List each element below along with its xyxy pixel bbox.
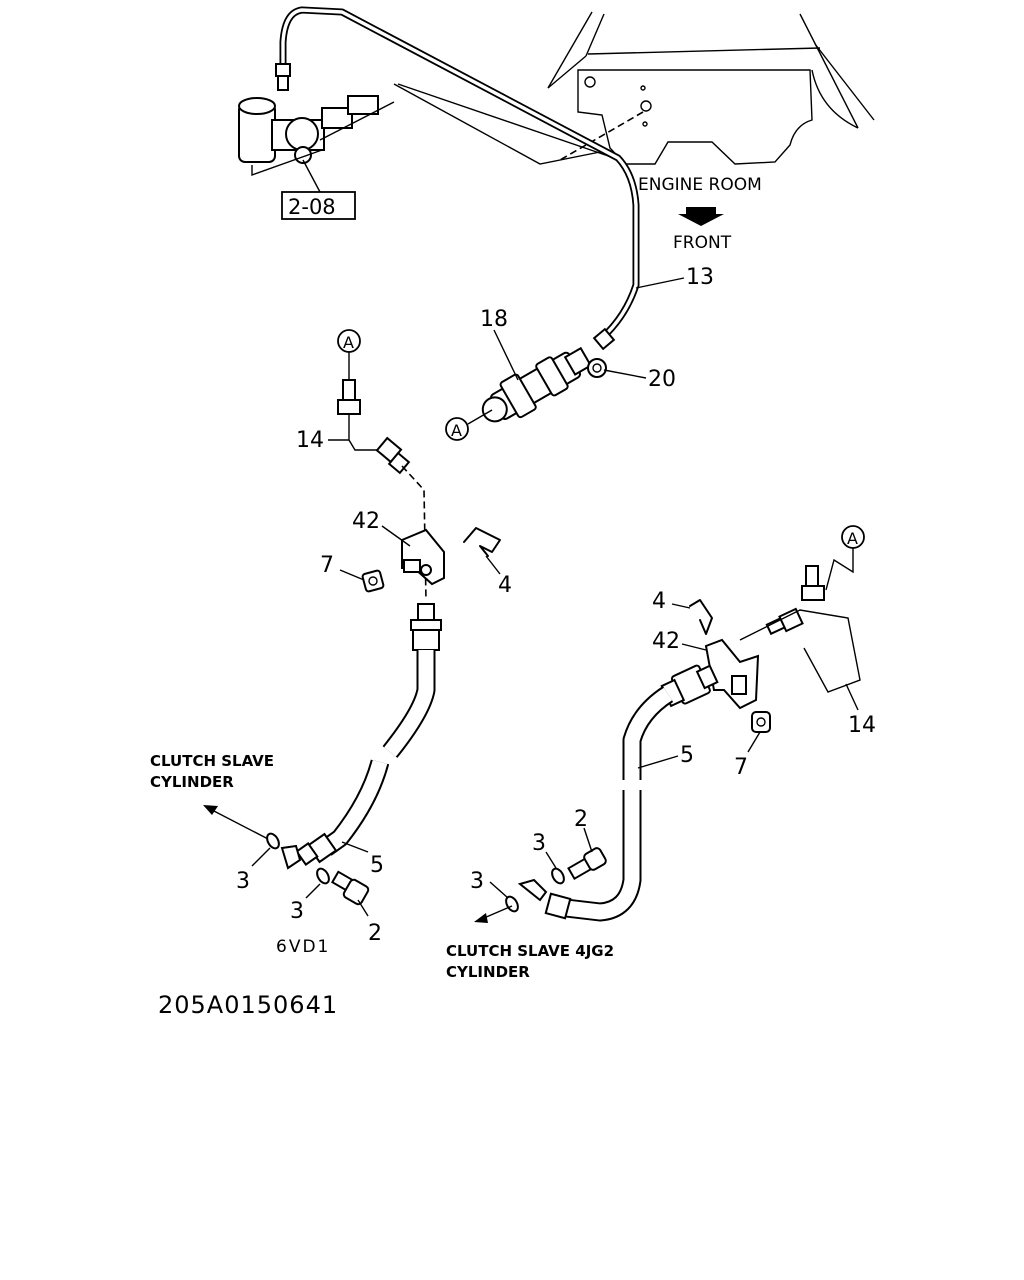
- bolt-right-lower: [765, 607, 804, 636]
- clutch-damper: [481, 346, 607, 423]
- front-arrow-icon: [678, 207, 724, 226]
- diagram-code: 205A0150641: [158, 991, 338, 1019]
- clip-left: [463, 527, 501, 557]
- arrow-clutch-slave-right: [483, 905, 513, 919]
- label-3-right-upper: 3: [532, 831, 546, 856]
- nut-right: [751, 711, 771, 733]
- label-5-right: 5: [680, 743, 694, 768]
- leader-5-right: [637, 755, 679, 769]
- clutch-slave-4jg2-line1: CLUTCH SLAVE 4JG2: [446, 942, 614, 960]
- leader-7-right: [747, 731, 761, 753]
- leader-4-left: [485, 555, 501, 575]
- clip-right: [689, 599, 713, 635]
- bolt-left: [337, 379, 361, 415]
- leader-7-left: [339, 569, 365, 581]
- label-20: 20: [648, 367, 676, 392]
- callout-a-damper: A: [451, 421, 462, 440]
- leader-42-left: [381, 525, 411, 547]
- label-3-left-upper: 3: [236, 869, 250, 894]
- union-bolt-left: [330, 870, 370, 906]
- leader-4-right: [671, 603, 691, 609]
- label-2-left: 2: [368, 921, 382, 946]
- label-42-right: 42: [652, 629, 680, 654]
- leader-ref-box: [302, 159, 321, 193]
- leader-42-right: [681, 643, 707, 651]
- washer-right-lower: [505, 895, 519, 913]
- label-5-left: 5: [370, 853, 384, 878]
- leader-3-left-upper: [251, 847, 271, 867]
- ref-box-label: 2-08: [288, 195, 336, 219]
- callout-a-damper-circle: [445, 417, 469, 441]
- washer-left-lower: [316, 867, 330, 885]
- leader-3-right-upper: [545, 851, 557, 869]
- label-4-right: 4: [652, 589, 666, 614]
- leader-callout-a-damper: [467, 409, 493, 425]
- label-13: 13: [686, 265, 714, 290]
- arrow-clutch-slave-left: [211, 809, 271, 841]
- leader-14-right: [845, 683, 859, 711]
- hose-left: [280, 603, 442, 870]
- ref-box-frame: [281, 191, 356, 220]
- leader-2-left: [357, 899, 369, 917]
- label-7-left: 7: [320, 553, 334, 578]
- engine-room-illustration: [547, 11, 875, 165]
- line-14-right: [739, 609, 861, 693]
- arrow-head-left-icon: [203, 805, 218, 815]
- leader-5-left: [341, 841, 369, 853]
- leader-18: [493, 329, 519, 381]
- callout-a-right: A: [847, 529, 858, 548]
- variant-6vd1: 6VD1: [276, 937, 330, 957]
- clutch-pipe: [275, 6, 640, 351]
- label-42-left: 42: [352, 509, 380, 534]
- label-7-right: 7: [734, 755, 748, 780]
- label-2-right: 2: [574, 807, 588, 832]
- nut-left: [361, 569, 385, 593]
- clutch-slave-4jg2-line2: CYLINDER: [446, 963, 530, 981]
- front-label: FRONT: [673, 233, 732, 253]
- leader-3-left-lower: [305, 883, 321, 899]
- clutch-slave-line1-left: CLUTCH SLAVE: [150, 752, 274, 770]
- leader-20: [603, 369, 647, 379]
- clutch-master-cylinder: [238, 83, 621, 176]
- label-14-right: 14: [848, 713, 876, 738]
- label-3-right-lower: 3: [470, 869, 484, 894]
- callout-a-left: A: [343, 333, 354, 352]
- bracket-left: [401, 528, 445, 586]
- union-bolt-right: [567, 847, 607, 881]
- washer-left-upper: [266, 832, 280, 850]
- bolt-right: [801, 565, 825, 601]
- line-a-right: [825, 548, 854, 591]
- arrow-head-right-icon: [474, 913, 488, 923]
- leader-13: [635, 277, 685, 289]
- clutch-slave-line2-left: CYLINDER: [150, 773, 234, 791]
- label-14-left: 14: [296, 428, 324, 453]
- bracket-right: [704, 638, 760, 710]
- label-18: 18: [480, 307, 508, 332]
- label-3-left-lower: 3: [290, 899, 304, 924]
- engine-room-label: ENGINE ROOM: [638, 175, 762, 195]
- leader-3-right-lower: [489, 881, 509, 899]
- label-4-left: 4: [498, 573, 512, 598]
- leader-2-right: [583, 827, 593, 853]
- hose-right: [517, 664, 719, 922]
- line-14-left: [348, 414, 382, 451]
- washer-right-upper: [551, 867, 565, 885]
